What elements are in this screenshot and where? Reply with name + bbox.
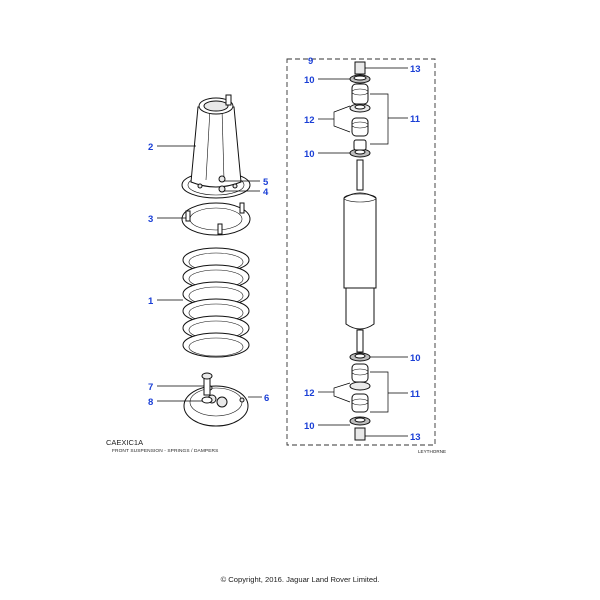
damper-lower-bushes [349,352,371,441]
callout-2[interactable]: 2 [148,142,153,153]
callout-12-b[interactable]: 12 [304,388,315,399]
washer-part [201,396,213,404]
diagram-brand: LEYTHORNE [418,449,447,454]
callout-10-d[interactable]: 10 [304,421,315,432]
spring-seat-part [181,202,251,236]
damper-upper-bushes [349,61,371,158]
callout-10-a[interactable]: 10 [304,75,315,86]
diagram-title: FRONT SUSPENSION - SPRINGS / DAMPERS [112,449,219,454]
callout-5[interactable]: 5 [263,177,269,188]
lower-plate-part [183,385,249,427]
callout-8[interactable]: 8 [148,397,153,408]
callout-13-b[interactable]: 13 [410,432,421,443]
callout-10-b[interactable]: 10 [304,149,315,160]
spring-turret-part [181,94,251,199]
callout-13-a[interactable]: 13 [410,64,421,75]
leader-lines [157,67,408,437]
callout-10-c[interactable]: 10 [410,353,421,364]
copyright-notice: © Copyright, 2016. Jaguar Land Rover Lim… [220,575,380,584]
damper-kit-frame [286,58,436,446]
callout-11-b[interactable]: 11 [410,389,421,400]
callout-7[interactable]: 7 [148,382,153,393]
callout-12-a[interactable]: 12 [304,115,315,126]
callout-6[interactable]: 6 [264,393,269,404]
callout-11-a[interactable]: 11 [410,114,421,125]
coil-spring-part [182,247,250,358]
callout-4[interactable]: 4 [263,187,269,198]
damper-body-part [343,159,377,353]
callout-3[interactable]: 3 [148,214,153,225]
callout-9[interactable]: 9 [308,56,313,67]
callout-1[interactable]: 1 [148,296,154,307]
diagram-code: CAEXIC1A [106,438,144,447]
bolt-part [201,372,213,396]
